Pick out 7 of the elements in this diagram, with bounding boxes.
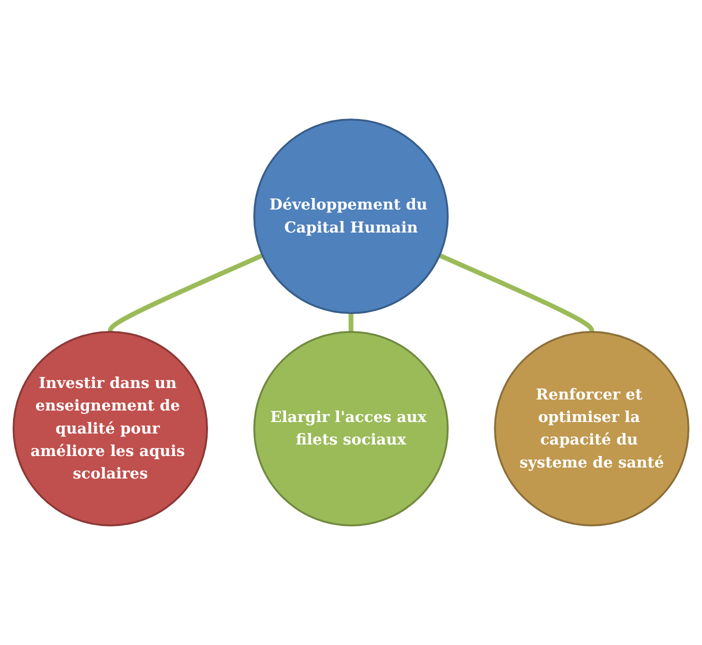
circle-node: Investir dans un enseignement de qualité pour améliore les aquis scolaires	[12, 330, 208, 526]
circle-node: Elargir l'acces aux filets sociaux	[253, 330, 449, 526]
circle-node: Développement du Capital Humain	[253, 118, 449, 314]
connector-line	[108, 253, 264, 333]
connector-line	[348, 312, 354, 333]
circle-node: Renforcer et optimiser la capacité du systeme de santé	[494, 330, 690, 526]
connector-line	[438, 253, 594, 333]
